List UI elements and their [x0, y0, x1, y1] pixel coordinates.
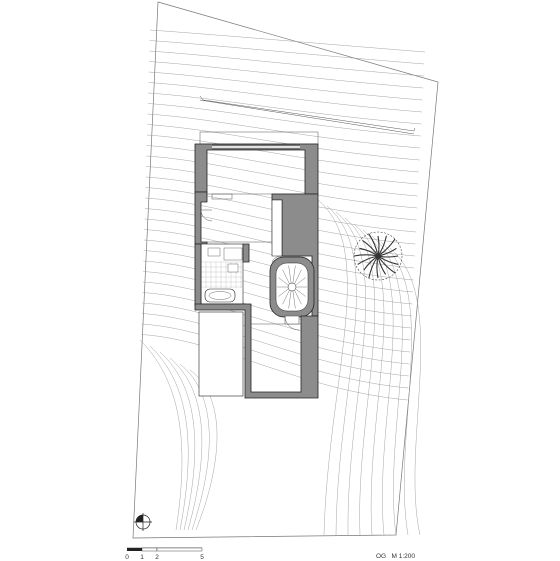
scale-tick-1: 1: [140, 554, 144, 561]
lower-left-room: [198, 311, 244, 397]
tree-symbol: [353, 231, 403, 281]
scale-bar: 0 1 2 5: [125, 547, 204, 561]
terrace-outline: [199, 131, 319, 145]
retaining-wall: [199, 95, 416, 132]
terrain-contours: [139, 29, 426, 536]
scale-tick-5: 5: [200, 554, 204, 561]
bathroom: [200, 243, 244, 305]
north-arrow-icon: [134, 513, 152, 531]
wall-bottom-left: [194, 303, 319, 399]
scale-tick-2: 2: [155, 554, 159, 561]
scale-tick-0: 0: [125, 554, 129, 561]
spiral-stair: [269, 256, 315, 318]
building: [194, 131, 319, 399]
wall-left-middle: [194, 191, 208, 245]
plan-title: OG M 1:200: [376, 553, 415, 560]
bathtub: [204, 288, 236, 303]
